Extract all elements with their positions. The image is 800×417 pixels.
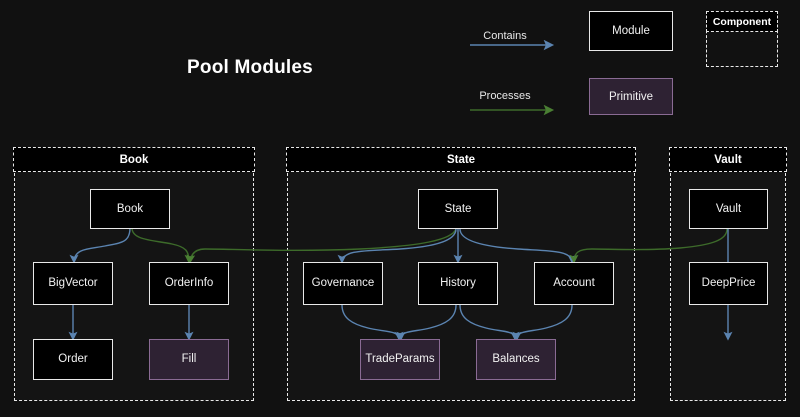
legend-processes-label: Processes <box>479 90 531 102</box>
group-vault-label: Vault <box>669 147 787 173</box>
node-order[interactable]: Order <box>33 339 113 380</box>
node-vault[interactable]: Vault <box>689 189 768 229</box>
node-fill[interactable]: Fill <box>149 339 229 380</box>
node-account[interactable]: Account <box>534 262 614 305</box>
legend-component-box: Component <box>706 11 778 67</box>
node-governance[interactable]: Governance <box>303 262 383 305</box>
group-book-label: Book <box>13 147 255 173</box>
group-state-label: State <box>286 147 636 173</box>
node-balances[interactable]: Balances <box>476 339 556 380</box>
node-bigvector[interactable]: BigVector <box>33 262 113 305</box>
page-title: Pool Modules <box>187 57 313 78</box>
node-book[interactable]: Book <box>90 189 170 229</box>
node-tradeparams[interactable]: TradeParams <box>360 339 440 380</box>
node-deepprice[interactable]: DeepPrice <box>689 262 768 305</box>
node-state[interactable]: State <box>418 189 498 229</box>
legend-component-label: Component <box>706 11 778 32</box>
node-history[interactable]: History <box>418 262 498 305</box>
legend-contains-label: Contains <box>483 30 527 42</box>
node-orderinfo[interactable]: OrderInfo <box>149 262 229 305</box>
legend-primitive-box: Primitive <box>589 78 673 115</box>
legend-module-box: Module <box>589 11 673 51</box>
